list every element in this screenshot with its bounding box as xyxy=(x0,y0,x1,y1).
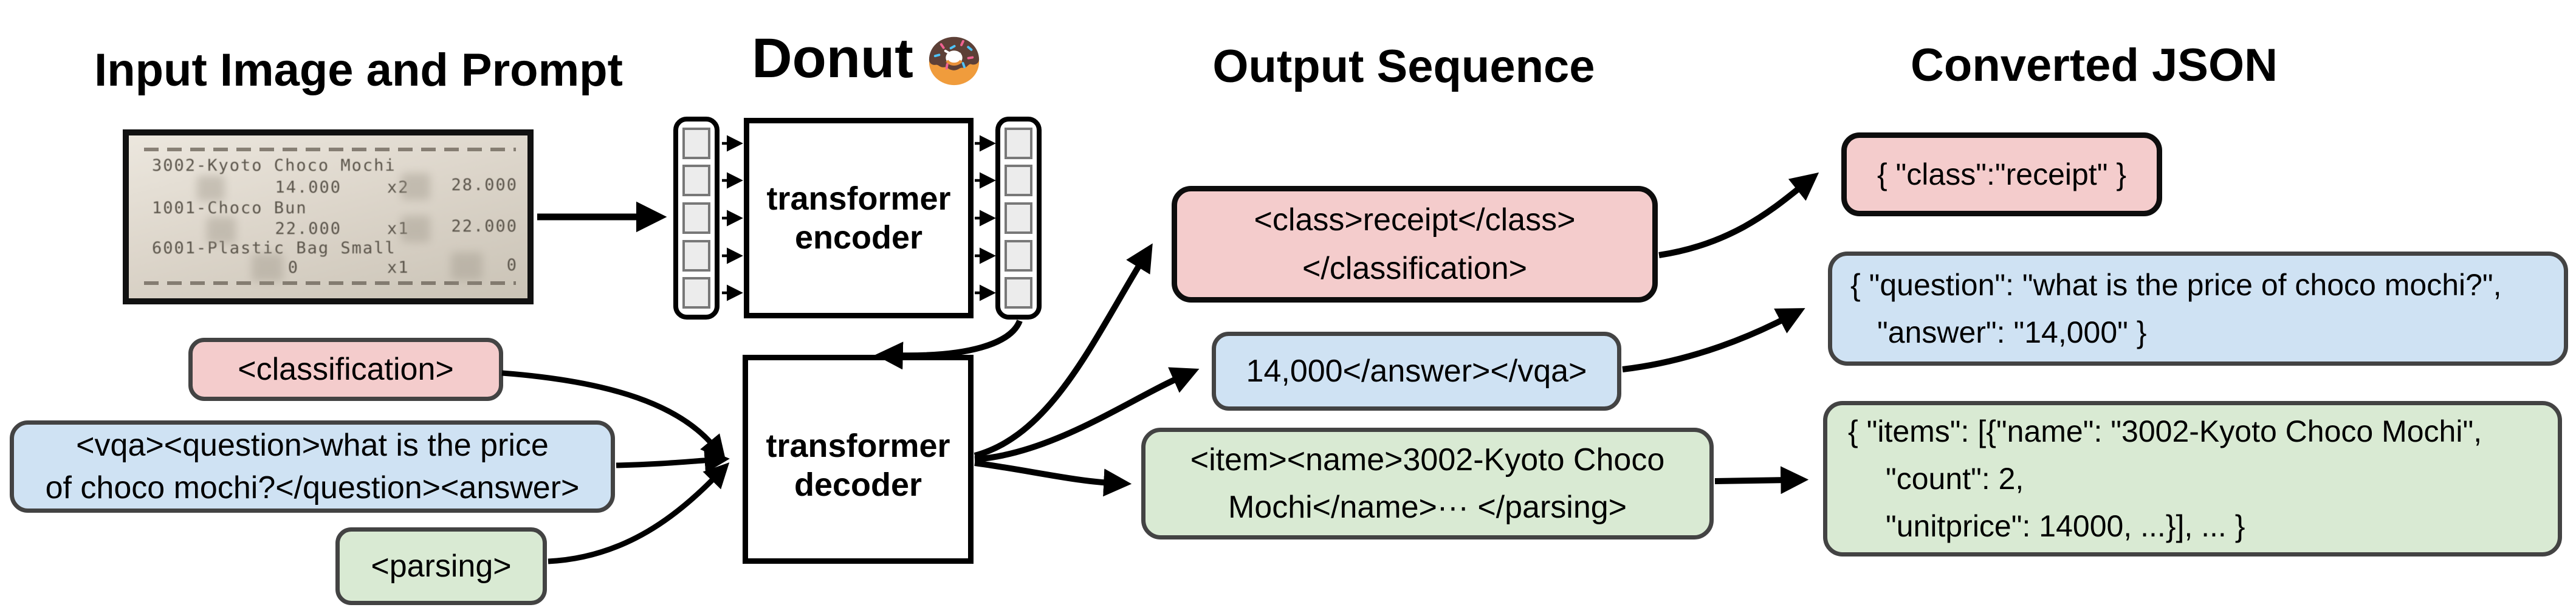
output-parsing-line2: Mochi</name>··· </parsing> xyxy=(1228,490,1627,525)
receipt-item-name: 6001-Plastic Bag Small xyxy=(152,239,396,258)
token-cell xyxy=(1005,127,1032,159)
json-classification: { "class":"receipt" } xyxy=(1841,132,2162,216)
redaction-blur xyxy=(252,253,283,281)
token-cell xyxy=(682,239,710,272)
receipt-item-price: 0 xyxy=(287,258,299,277)
receipt-item-qty: x1 xyxy=(387,219,410,238)
receipt-divider-bottom xyxy=(144,281,516,285)
prompt-vqa: <vqa><question>what is the price of choc… xyxy=(10,420,615,513)
transformer-encoder-box: transformer encoder xyxy=(744,118,974,318)
header-output-sequence: Output Sequence xyxy=(1212,41,1595,92)
token-cell xyxy=(682,202,710,234)
encoder-label-line1: transformer xyxy=(766,180,951,217)
arrows-encoder-to-tokens xyxy=(975,135,996,301)
output-classification-line1: <class>receipt</class> xyxy=(1254,202,1576,238)
output-classification-line2: </classification> xyxy=(1302,251,1527,286)
redaction-blur xyxy=(451,252,483,280)
receipt-item-qty: x2 xyxy=(387,178,410,197)
token-cell xyxy=(682,165,710,197)
arrows-tokens-to-encoder xyxy=(722,135,743,301)
receipt-item-name: 3002-Kyoto Choco Mochi xyxy=(152,156,396,175)
prompt-vqa-line1: <vqa><question>what is the price xyxy=(76,428,549,463)
token-cell xyxy=(682,277,710,309)
arrow-decoder-to-output-parsing xyxy=(974,460,1132,497)
output-parsing: <item><name>3002-Kyoto Choco Mochi</name… xyxy=(1141,428,1714,539)
prompt-classification: <classification> xyxy=(188,338,503,401)
token-cell xyxy=(1005,239,1032,272)
prompt-parsing: <parsing> xyxy=(335,527,547,605)
decoder-label-line1: transformer xyxy=(766,428,950,464)
receipt-item-total: 22.000 xyxy=(451,217,518,236)
output-classification: <class>receipt</class> </classification> xyxy=(1172,186,1658,303)
receipt-item-qty: x1 xyxy=(387,258,410,277)
json-vqa-line2: "answer": "14,000" } xyxy=(1877,315,2147,349)
encoder-label-line2: encoder xyxy=(794,219,923,256)
donut-emoji-icon xyxy=(926,30,983,87)
decoder-label-line2: decoder xyxy=(794,467,922,503)
arrow-encoder-to-decoder xyxy=(874,319,1023,370)
token-cell xyxy=(682,127,710,159)
output-parsing-line1: <item><name>3002-Kyoto Choco xyxy=(1190,442,1665,478)
redaction-blur xyxy=(207,217,236,244)
json-vqa: { "question": "what is the price of choc… xyxy=(1828,252,2568,366)
receipt-item-total: 0 xyxy=(506,256,518,275)
json-parsing-line1: { "items": [{"name": "3002-Kyoto Choco M… xyxy=(1848,414,2482,448)
token-cell xyxy=(1005,277,1032,309)
header-donut-label: Donut xyxy=(752,27,913,89)
json-parsing-line2: "count": 2, xyxy=(1886,462,2024,496)
json-vqa-line1: { "question": "what is the price of choc… xyxy=(1850,268,2502,302)
json-parsing-line3: "unitprice": 14000, ...}], ... } xyxy=(1886,509,2245,543)
token-cell xyxy=(1005,165,1032,197)
receipt-item-name: 1001-Choco Bun xyxy=(152,199,307,217)
header-donut: Donut xyxy=(737,22,998,95)
redaction-blur xyxy=(197,176,225,201)
patch-tokens-input xyxy=(673,117,720,320)
redaction-blur xyxy=(401,173,430,200)
transformer-decoder-box: transformer decoder xyxy=(743,355,974,564)
header-input-image-and-prompt: Input Image and Prompt xyxy=(94,44,623,96)
receipt-item-price: 22.000 xyxy=(275,219,342,238)
arrow-output-to-json-vqa xyxy=(1622,308,1805,372)
prompt-vqa-line2: of choco mochi?</question><answer> xyxy=(45,470,580,505)
arrow-output-to-json-parsing xyxy=(1714,466,1809,495)
receipt-item-price: 14.000 xyxy=(275,178,342,197)
header-converted-json: Converted JSON xyxy=(1911,39,2278,91)
json-parsing: { "items": [{"name": "3002-Kyoto Choco M… xyxy=(1823,401,2562,556)
arrow-output-to-json-classification xyxy=(1658,172,1819,258)
receipt-item-total: 28.000 xyxy=(451,176,518,194)
output-vqa: 14,000</answer></vqa> xyxy=(1212,332,1621,411)
receipt-image: 3002-Kyoto Choco Mochi 14.000 x2 28.000 … xyxy=(123,129,534,304)
arrow-vqa-to-decoder xyxy=(616,448,730,473)
token-cell xyxy=(1005,202,1032,234)
patch-tokens-output xyxy=(995,117,1042,320)
receipt-divider-top xyxy=(144,148,516,151)
redaction-blur xyxy=(401,216,430,242)
